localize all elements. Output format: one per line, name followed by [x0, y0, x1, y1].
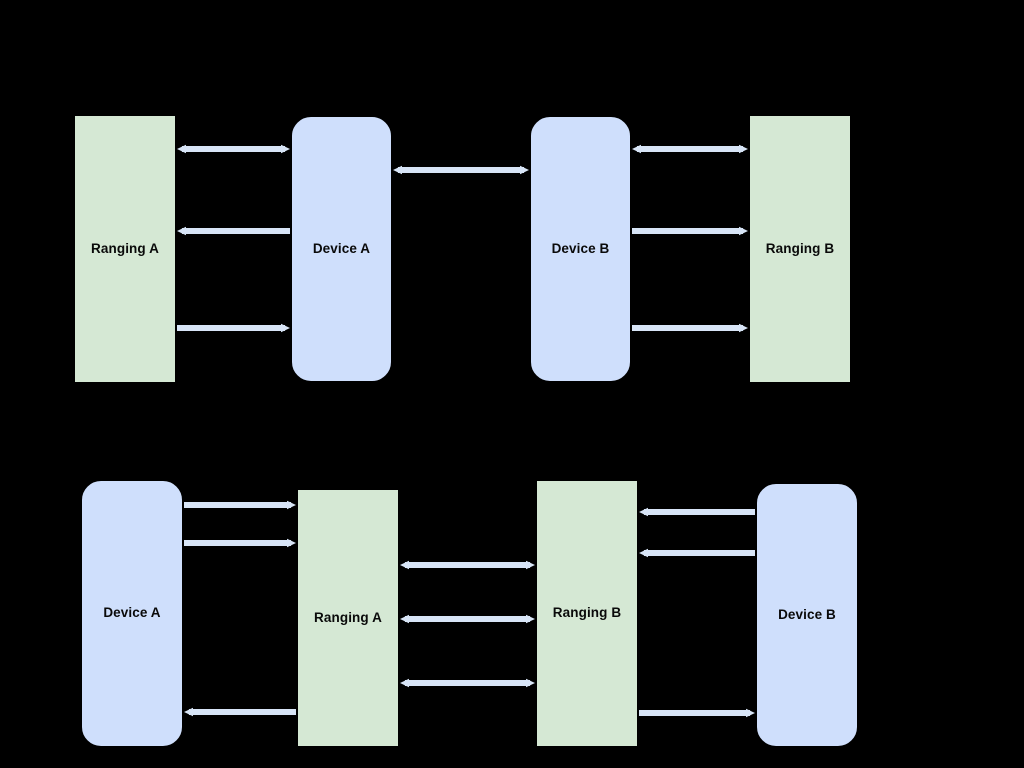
edge-arrow — [388, 607, 547, 631]
node-bot-ranging-a[interactable]: Ranging A — [298, 490, 398, 746]
edge-arrow — [627, 541, 767, 565]
edge-arrow — [165, 316, 302, 340]
node-label: Ranging B — [765, 240, 835, 256]
edge-arrow — [172, 493, 308, 517]
node-label: Device B — [778, 606, 836, 622]
edge-arrow — [627, 500, 767, 524]
node-bot-ranging-b[interactable]: Ranging B — [537, 481, 637, 746]
edge-arrow — [388, 553, 547, 577]
node-label: Device A — [312, 240, 371, 256]
edge-arrow — [388, 671, 547, 695]
node-bot-device-a[interactable]: Device A — [82, 481, 182, 746]
edge-arrow — [627, 701, 767, 725]
edge-arrow — [172, 531, 308, 555]
edge-arrow — [381, 158, 541, 182]
node-top-ranging-b[interactable]: Ranging B — [750, 116, 850, 382]
node-label: Device B — [551, 240, 610, 256]
edge-arrow — [620, 137, 760, 161]
node-top-device-a[interactable]: Device A — [292, 117, 391, 381]
node-label: Ranging B — [552, 605, 622, 621]
node-top-device-b[interactable]: Device B — [531, 117, 630, 381]
node-label: Device A — [103, 605, 161, 621]
node-label: Ranging A — [91, 240, 159, 256]
edge-arrow — [620, 219, 760, 243]
node-top-ranging-a[interactable]: Ranging A — [75, 116, 175, 382]
node-bot-device-b[interactable]: Device B — [757, 484, 857, 746]
node-label: Ranging A — [314, 609, 382, 625]
edge-arrow — [165, 219, 302, 243]
edge-arrow — [620, 316, 760, 340]
edge-arrow — [172, 700, 308, 724]
edge-arrow — [165, 137, 302, 161]
